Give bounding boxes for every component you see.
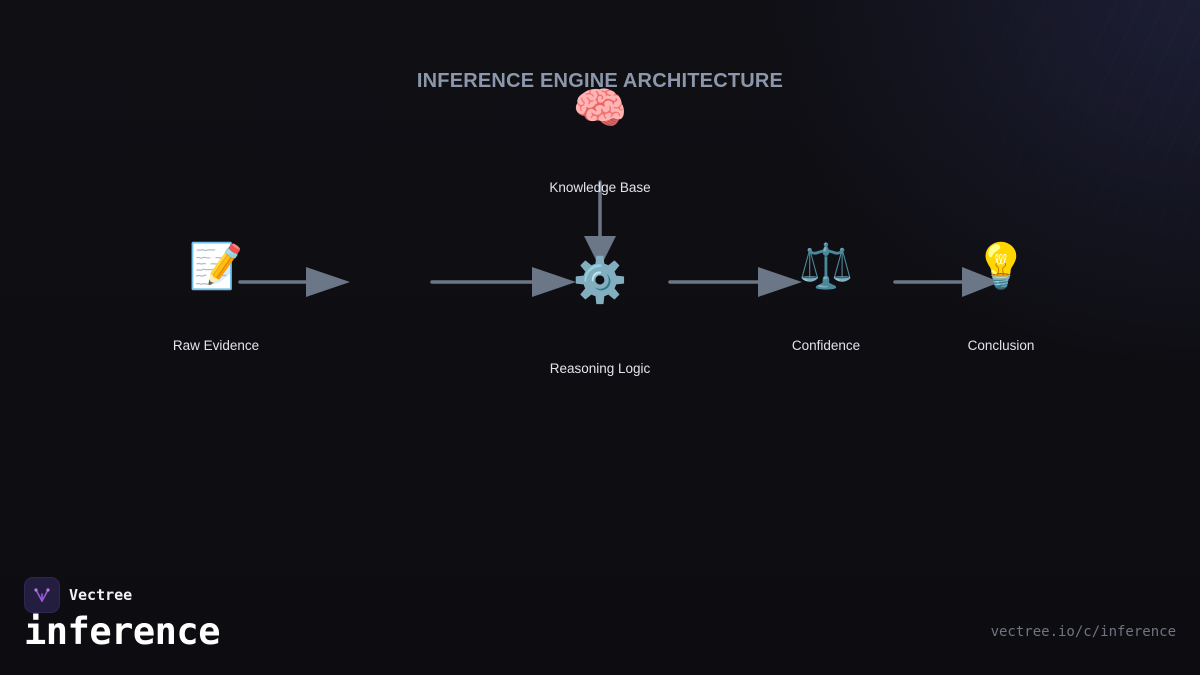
section-title: inference bbox=[24, 610, 220, 653]
brand: Vectree bbox=[24, 577, 132, 613]
arrow-confidence-to-conclusion bbox=[893, 267, 1000, 297]
gear-icon: ⚙️ bbox=[572, 255, 628, 306]
page-url[interactable]: vectree.io/c/inference bbox=[990, 624, 1176, 640]
arrow-knowledge-to-reasoning bbox=[584, 180, 616, 268]
brand-name: Vectree bbox=[69, 586, 133, 604]
brain-icon: 🧠 bbox=[572, 83, 628, 134]
node-label-knowledge-base: Knowledge Base bbox=[549, 180, 651, 195]
node-label-conclusion: Conclusion bbox=[967, 338, 1035, 353]
arrow-gap-to-reasoning bbox=[430, 267, 576, 297]
balance-scale-icon: ⚖️ bbox=[798, 241, 854, 292]
arrow-reasoning-to-confidence bbox=[668, 267, 802, 297]
node-label-reasoning-logic: Reasoning Logic bbox=[549, 361, 651, 376]
node-label-confidence: Confidence bbox=[791, 338, 861, 353]
lightbulb-icon: 💡 bbox=[973, 241, 1029, 292]
node-label-raw-evidence: Raw Evidence bbox=[172, 338, 260, 353]
vectree-logo-icon bbox=[24, 577, 60, 613]
arrow-evidence-to-gap bbox=[238, 267, 350, 297]
memo-icon: 📝 bbox=[188, 241, 244, 292]
